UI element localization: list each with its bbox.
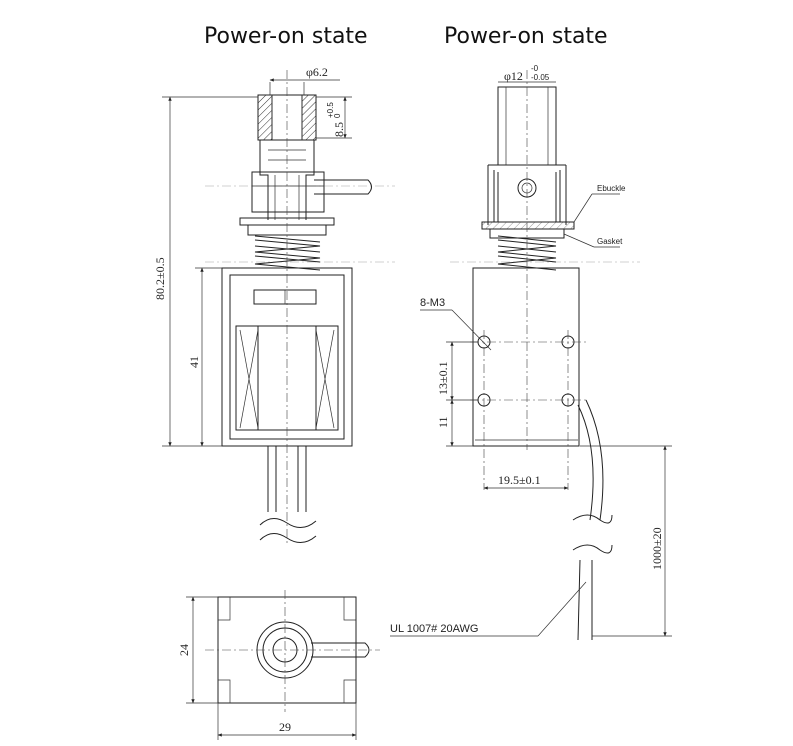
front-view: φ12 -0 -0.05 Ebuckle Gasket 8-M3 13±0.1 …	[420, 64, 672, 641]
dim-13: 13±0.1	[436, 361, 450, 395]
dim-41: 41	[187, 356, 201, 368]
title-right: Power-on state	[444, 24, 608, 49]
dim-phi12: φ12	[504, 69, 523, 83]
dim-11: 11	[436, 416, 450, 428]
title-left: Power-on state	[204, 24, 368, 49]
label-8-m3: 8-M3	[420, 297, 445, 309]
label-ebuckle: Ebuckle	[597, 184, 626, 193]
dim-8-5-tol-upper: +0.5	[326, 102, 335, 118]
dim-phi6-2: φ6.2	[306, 65, 328, 79]
dim-1000: 1000±20	[650, 527, 664, 570]
dim-phi12-tol-upper: -0	[531, 64, 539, 73]
dim-phi12-tol-lower: -0.05	[531, 73, 550, 82]
label-gasket: Gasket	[597, 237, 623, 246]
dim-8-5: 8.5	[332, 122, 346, 137]
dim-29: 29	[279, 720, 291, 734]
bottom-view: 24 29 UL 1007# 20AWG	[177, 581, 587, 740]
dim-8-5-tol-lower: 0	[333, 113, 342, 118]
dim-19-5: 19.5±0.1	[498, 473, 541, 487]
side-view: φ6.2 80.2±0.5 41 8.5 +0.5 0	[153, 65, 395, 545]
dim-24: 24	[177, 644, 191, 656]
label-wire-spec: UL 1007# 20AWG	[390, 623, 478, 635]
dim-80-2: 80.2±0.5	[153, 257, 167, 300]
